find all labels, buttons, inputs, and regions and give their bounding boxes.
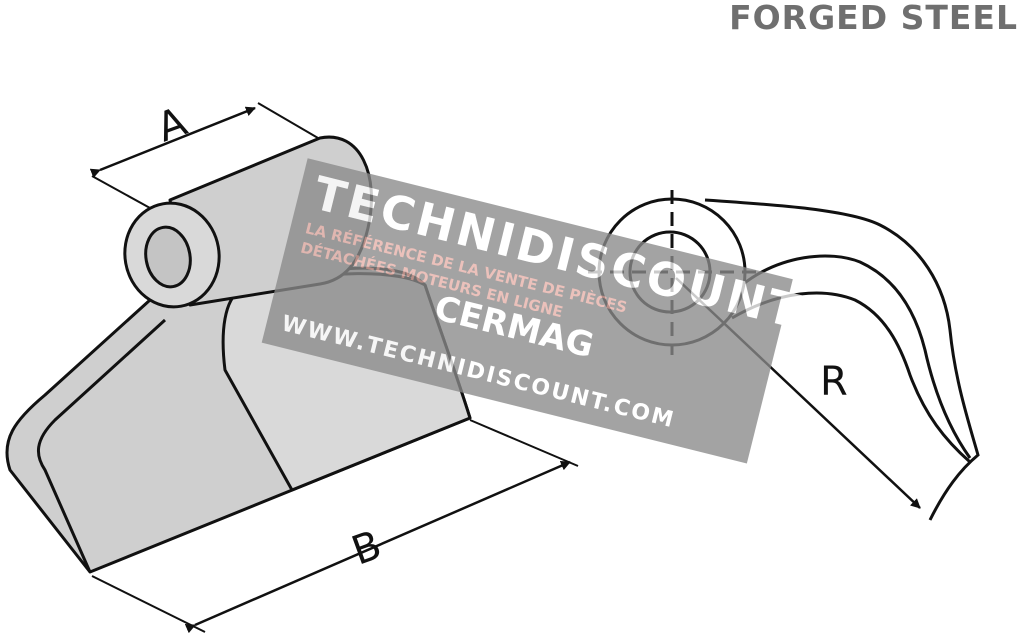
dimension-a-ext-left xyxy=(91,175,151,209)
hammer-hub-hole xyxy=(144,225,192,289)
dimension-r-label: R xyxy=(820,359,848,405)
hammer-profile-inner-1 xyxy=(741,254,972,459)
hammer-profile-inner-2 xyxy=(731,291,971,464)
hammer-inner-edge xyxy=(36,318,167,573)
dimension-a-line xyxy=(89,106,256,178)
dimension-b-ext-right xyxy=(469,419,579,467)
dimension-b-ext-left xyxy=(91,575,206,633)
title-heading: FORGED STEEL xyxy=(729,0,1018,37)
hammer-profile-outline xyxy=(704,198,980,521)
watermark-banner xyxy=(261,158,793,464)
dimension-a-label: A xyxy=(151,99,193,152)
dimension-a-ext-right xyxy=(257,102,319,139)
dimension-b-label: B xyxy=(346,522,388,575)
dimension-b-line xyxy=(184,460,571,634)
